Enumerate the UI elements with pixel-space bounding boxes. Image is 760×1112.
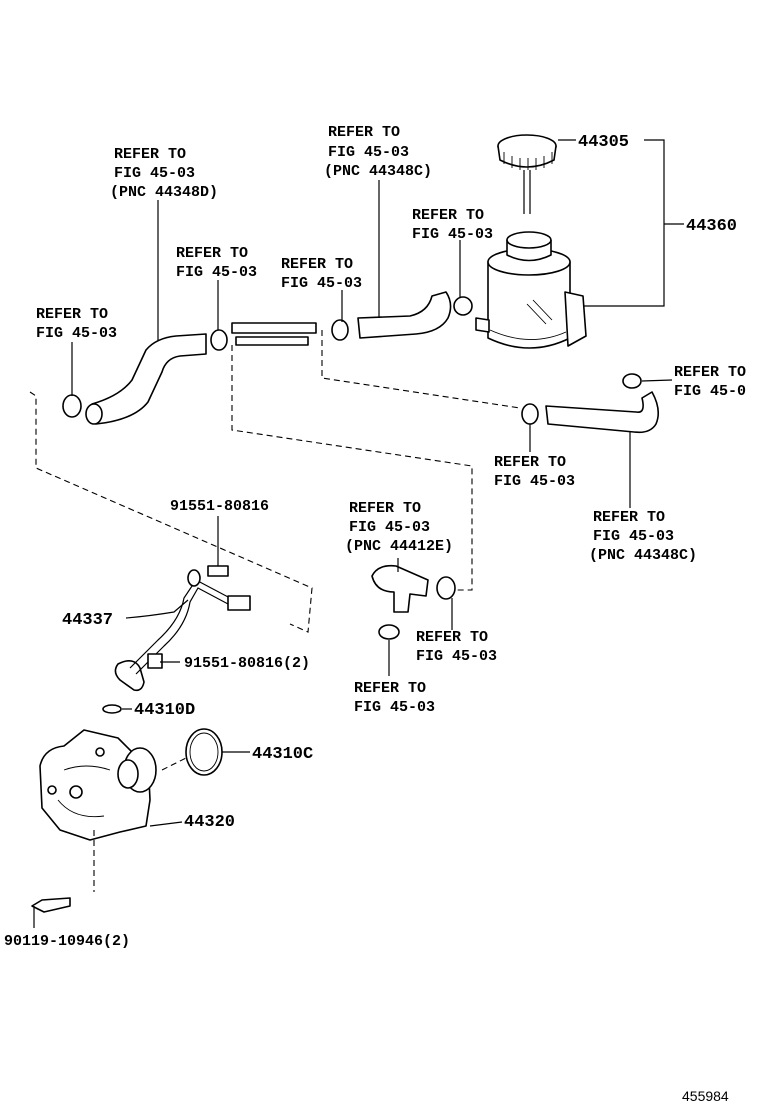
svg-text:FIG 45-03: FIG 45-03 [412,226,493,243]
svg-text:FIG 45-03: FIG 45-03 [349,519,430,536]
leader-lines [33,139,684,928]
reservoir-tank [475,231,587,349]
ref-label-8: REFER TO FIG 45-03 [494,454,575,490]
svg-text:FIG 45-03: FIG 45-03 [593,528,674,545]
assembly-lines [29,330,521,892]
svg-text:REFER TO: REFER TO [674,364,746,381]
ref-label-4: REFER TO FIG 45-03 [281,256,362,292]
svg-text:(PNC 44348C): (PNC 44348C) [324,163,432,180]
svg-text:REFER TO: REFER TO [349,500,421,517]
ref-label-12: REFER TO FIG 45-03 [354,680,435,716]
svg-text:REFER TO: REFER TO [354,680,426,697]
svg-text:REFER TO: REFER TO [593,509,665,526]
center-pipe [210,322,317,351]
bolt-number-mount: 90119-10946(2) [4,933,130,950]
upper-return-hose [331,291,473,341]
svg-text:FIG 45-03: FIG 45-03 [328,144,409,161]
reservoir-cap [497,134,557,214]
svg-text:FIG 45-03: FIG 45-03 [354,699,435,716]
left-suction-hose [62,333,207,425]
part-number-44360: 44360 [686,217,737,236]
union-bolt-upper [207,565,229,577]
svg-text:REFER TO: REFER TO [412,207,484,224]
svg-text:REFER TO: REFER TO [176,245,248,262]
svg-text:REFER TO: REFER TO [328,124,400,141]
ref-label-7: REFER TO FIG 45-0 [674,364,746,400]
union-bolt-lower [147,653,163,669]
bolt-number-lower: 91551-80816(2) [184,655,310,672]
svg-text:FIG 45-03: FIG 45-03 [416,648,497,665]
part-number-44310d: 44310D [134,701,195,720]
right-return-hose [521,373,660,434]
svg-text:FIG 45-03: FIG 45-03 [36,325,117,342]
diagram-id: 455984 [682,1088,729,1104]
svg-text:REFER TO: REFER TO [281,256,353,273]
ref-label-6: REFER TO FIG 45-03 [36,306,117,342]
part-number-44337: 44337 [62,611,113,630]
svg-text:FIG 45-0: FIG 45-0 [674,383,746,400]
ref-label-10: REFER TO FIG 45-03 (PNC 44412E) [345,500,453,555]
vane-pump [39,729,157,841]
svg-text:REFER TO: REFER TO [36,306,108,323]
svg-text:(PNC 44348C): (PNC 44348C) [589,547,697,564]
pressure-pipe [114,569,251,692]
svg-text:REFER TO: REFER TO [416,629,488,646]
svg-text:FIG 45-03: FIG 45-03 [114,165,195,182]
bolt-number-upper: 91551-80816 [170,498,269,515]
svg-text:FIG 45-03: FIG 45-03 [176,264,257,281]
ref-label-5: REFER TO FIG 45-03 [412,207,493,243]
ref-label-1: REFER TO FIG 45-03 (PNC 44348D) [110,146,218,201]
svg-text:(PNC 44348D): (PNC 44348D) [110,184,218,201]
ref-label-3: REFER TO FIG 45-03 [176,245,257,281]
part-number-44310c: 44310C [252,745,313,764]
o-ring-44310C [185,728,223,776]
svg-text:FIG 45-03: FIG 45-03 [281,275,362,292]
ref-label-11: REFER TO FIG 45-03 [416,629,497,665]
svg-text:REFER TO: REFER TO [494,454,566,471]
svg-text:REFER TO: REFER TO [114,146,186,163]
center-elbow-hose [371,564,456,640]
gasket-44310D [102,704,122,714]
svg-text:(PNC 44412E): (PNC 44412E) [345,538,453,555]
part-number-44320: 44320 [184,813,235,832]
mounting-bolt [31,897,71,913]
part-number-44305: 44305 [578,133,629,152]
ref-label-2: REFER TO FIG 45-03 (PNC 44348C) [324,124,432,180]
ref-label-9: REFER TO FIG 45-03 (PNC 44348C) [589,509,697,564]
svg-text:FIG 45-03: FIG 45-03 [494,473,575,490]
